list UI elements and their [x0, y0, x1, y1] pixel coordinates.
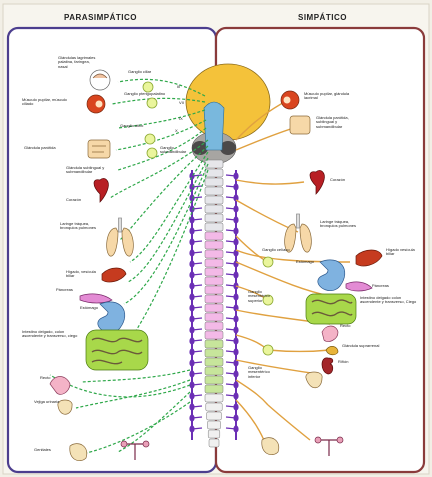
spinal-segment: [205, 232, 223, 240]
spinal-segment: [205, 286, 223, 294]
spinal-segment: [205, 376, 223, 384]
label-parotid-gland: Glándula parótida: [24, 146, 70, 150]
label-inferior-mesenteric: Ganglio mesentérico inferior: [248, 366, 282, 379]
inferior-mesenteric-ganglion: [263, 345, 273, 355]
spinal-segment: [205, 214, 223, 222]
spinal-segment: [205, 259, 223, 267]
spinal-segment: [205, 187, 223, 195]
label-pupil-lacrimal-right: Músculo pupilar, glándula lacrimal: [304, 92, 350, 101]
spinal-segment: [209, 439, 219, 447]
spinal-segment: [205, 268, 223, 276]
label-kidney: Riñón: [338, 360, 358, 364]
label-pancreas: Páncreas: [56, 288, 82, 292]
spinal-segment: [207, 412, 222, 420]
celiac-ganglion: [263, 257, 273, 267]
spinal-segment: [208, 430, 220, 438]
sympathetic-title: SIMPÁTICO: [298, 13, 347, 22]
label-stomach-right: Estómago: [296, 260, 322, 264]
parotid-gland-icon: [88, 140, 110, 158]
spinal-segment: [205, 358, 223, 366]
spinal-segment: [205, 394, 223, 402]
label-intestine: Intestino delgado, colon ascendente y tr…: [22, 330, 84, 339]
label-adrenal: Glándula suprarrenal: [342, 344, 392, 348]
spinal-segment: [205, 205, 223, 213]
spinal-segment: [205, 313, 223, 321]
label-stomach: Estómago: [80, 306, 106, 310]
spinal-segment: [205, 322, 223, 330]
spinal-segment: [205, 196, 223, 204]
spinal-segment: [206, 403, 222, 411]
label-submandibular-ganglion: Ganglio submandibular: [160, 146, 196, 155]
spinal-segment: [205, 178, 223, 186]
label-celiac-ganglion: Ganglio celíaco: [262, 248, 292, 252]
label-sublingual-gland: Glándula sublingual y submandibular: [66, 166, 124, 175]
label-rectum: Recto: [40, 376, 62, 380]
spinal-segment: [205, 277, 223, 285]
eye-icon: [87, 95, 105, 113]
intestine-icon-right: [306, 294, 356, 324]
submandibular-ganglion: [147, 148, 157, 158]
label-genitals: Genitales: [34, 448, 64, 452]
label-heart: Corazón: [66, 198, 96, 202]
label-otic-ganglion: Ganglio ótico: [120, 124, 156, 128]
salivary-gland-icon: [290, 116, 310, 134]
spinal-segment: [205, 223, 223, 231]
cranial-nerve-vii: VII: [179, 100, 184, 105]
label-rectum-right: Recto: [340, 324, 360, 328]
cranial-nerve-ix: IX: [179, 116, 183, 121]
label-pancreas-right: Páncreas: [372, 284, 398, 288]
eye-icon-right: [281, 91, 299, 109]
intestine-icon: [86, 330, 148, 370]
cranial-nerve-x: X: [175, 128, 178, 133]
label-lacrimal-glands: Glándulas lagrimales palatina, faringea,…: [58, 56, 98, 69]
label-ciliary-ganglion: Ganglio ciliar: [128, 70, 168, 74]
label-lungs-right: Laringe tráquea, bronquios pulmones: [320, 220, 362, 229]
label-pterygopalatine-ganglion: Ganglio pterigopalatino: [124, 92, 168, 96]
pterygopalatine-ganglion: [147, 98, 157, 108]
spinal-segment: [205, 304, 223, 312]
parasympathetic-title: PARASIMPÁTICO: [64, 13, 137, 22]
otic-ganglion: [145, 134, 155, 144]
spinal-segment: [205, 295, 223, 303]
label-lungs: Laringe tráquea, bronquios pulmones: [60, 222, 102, 231]
label-intestine-right: Intestino delgado colon ascendente y tra…: [360, 296, 418, 305]
spinal-segment: [205, 331, 223, 339]
spinal-segment: [205, 349, 223, 357]
spinal-segment: [205, 367, 223, 375]
label-heart-right: Corazón: [330, 178, 356, 182]
spinal-segment: [205, 250, 223, 258]
spinal-segment: [207, 421, 220, 429]
cranial-nerve-iii: III: [177, 84, 180, 89]
label-liver-right: Hígado vesícula biliar: [386, 248, 416, 257]
label-superior-mesenteric: Ganglio mesentérico superior: [248, 290, 282, 303]
label-salivary-right: Glándula parótida, sublingual y submandi…: [316, 116, 364, 129]
spinal-segment: [205, 385, 223, 393]
spinal-segment: [205, 340, 223, 348]
spinal-segment: [205, 241, 223, 249]
brainstem: [204, 102, 224, 150]
label-bladder: Vejiga urinaria: [34, 400, 60, 404]
label-pupil-muscle: Músculo pupilar, músculo ciliado: [22, 98, 68, 107]
label-liver: Hígado, vesícula biliar: [66, 270, 100, 279]
lacrimal-gland-icon: [90, 70, 110, 90]
